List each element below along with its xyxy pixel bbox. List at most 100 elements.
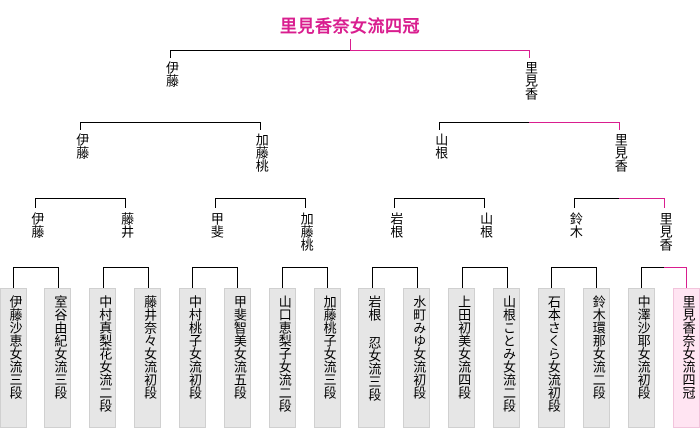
player-box: 中村真梨花女流二段 bbox=[89, 288, 117, 428]
bracket-line-right bbox=[484, 267, 507, 268]
player-name: 甲斐智美女流五段 bbox=[230, 295, 246, 399]
bracket-line-right bbox=[394, 267, 417, 268]
player-box: 岩根 忍女流三段 bbox=[358, 288, 386, 428]
champion-connector bbox=[350, 39, 351, 51]
player-box: 室谷由紀女流三段 bbox=[44, 288, 72, 428]
semifinal-winner-label: 里見香 bbox=[521, 61, 537, 100]
bracket-line-left bbox=[462, 267, 485, 268]
player-name: 岩根 忍女流三段 bbox=[365, 295, 381, 401]
bracket-line-right bbox=[619, 198, 665, 199]
bracket-line-right bbox=[80, 198, 126, 199]
bracket-drop-left bbox=[282, 267, 283, 288]
round2-winner-label: 伊藤 bbox=[73, 133, 89, 159]
bracket-drop-left bbox=[551, 267, 552, 288]
bracket-line-right bbox=[260, 198, 306, 199]
bracket-drop-right bbox=[260, 122, 261, 130]
bracket-drop-right bbox=[596, 267, 597, 288]
player-box: 水町みゆ女流初段 bbox=[403, 288, 431, 428]
player-box: 山口恵梨子女流二段 bbox=[268, 288, 296, 428]
bracket-drop-left bbox=[35, 198, 36, 208]
bracket-line-left bbox=[13, 267, 36, 268]
player-name: 里見香奈女流四冠 bbox=[679, 295, 695, 399]
bracket-line-right bbox=[170, 122, 261, 123]
player-name: 加藤桃子女流三段 bbox=[320, 295, 336, 399]
player-box: 上田初美女流四段 bbox=[448, 288, 476, 428]
round1-winner-label: 鈴木 bbox=[566, 212, 582, 238]
player-name: 室谷由紀女流三段 bbox=[51, 295, 67, 399]
round1-winner-label: 加藤桃 bbox=[297, 212, 313, 251]
bracket-drop-left bbox=[80, 122, 81, 130]
bracket-drop-left bbox=[215, 198, 216, 208]
bracket-line-right bbox=[439, 198, 485, 199]
bracket-line-right bbox=[350, 50, 530, 51]
bracket-line-right bbox=[35, 267, 58, 268]
bracket-line-left bbox=[103, 267, 126, 268]
bracket-drop-right bbox=[484, 198, 485, 208]
tournament-bracket: 里見香奈女流四冠 伊藤 里見香 伊藤 加藤桃 山根 里見香 伊藤 藤井 甲斐 加… bbox=[0, 17, 700, 428]
bracket-line-right bbox=[529, 122, 620, 123]
bracket-line-left bbox=[35, 198, 81, 199]
bracket-line-right bbox=[664, 267, 687, 268]
bracket-drop-left bbox=[103, 267, 104, 288]
bracket-line-left bbox=[394, 198, 440, 199]
bracket-drop-right bbox=[125, 198, 126, 208]
player-box: 甲斐智美女流五段 bbox=[223, 288, 251, 428]
bracket-drop-left bbox=[641, 267, 642, 288]
player-name: 上田初美女流四段 bbox=[455, 295, 471, 399]
player-box: 里見香奈女流四冠 bbox=[672, 288, 700, 428]
bracket-line-right bbox=[215, 267, 238, 268]
bracket-line-left bbox=[282, 267, 305, 268]
bracket-drop-right bbox=[664, 198, 665, 208]
player-box: 中澤沙耶女流初段 bbox=[627, 288, 655, 428]
player-name: 山口恵梨子女流二段 bbox=[275, 295, 291, 412]
player-box: 山根ことみ女流二段 bbox=[493, 288, 521, 428]
player-name: 鈴木環那女流二段 bbox=[589, 295, 605, 399]
bracket-drop-right bbox=[148, 267, 149, 288]
player-name: 中村真梨花女流二段 bbox=[96, 295, 112, 412]
round1-winner-label: 伊藤 bbox=[28, 212, 44, 238]
bracket-line-right bbox=[574, 267, 597, 268]
bracket-line-right bbox=[305, 267, 328, 268]
bracket-drop-right bbox=[507, 267, 508, 288]
bracket-drop-right bbox=[417, 267, 418, 288]
player-box: 石本さくら女流初段 bbox=[537, 288, 565, 428]
player-name: 山根ことみ女流二段 bbox=[500, 295, 516, 412]
bracket-drop-right bbox=[237, 267, 238, 288]
bracket-line-left bbox=[551, 267, 574, 268]
player-box: 藤井奈々女流初段 bbox=[134, 288, 162, 428]
bracket-line-left bbox=[170, 50, 350, 51]
bracket-line-left bbox=[192, 267, 215, 268]
bracket-drop-left bbox=[372, 267, 373, 288]
bracket-drop-right bbox=[529, 50, 530, 58]
round2-winner-label: 加藤桃 bbox=[252, 133, 268, 172]
champion-title: 里見香奈女流四冠 bbox=[280, 17, 420, 37]
bracket-drop-left bbox=[462, 267, 463, 288]
bracket-line-left bbox=[215, 198, 261, 199]
player-name: 中村桃子女流初段 bbox=[185, 295, 201, 399]
player-name: 水町みゆ女流初段 bbox=[410, 295, 426, 399]
bracket-drop-right bbox=[58, 267, 59, 288]
bracket-drop-left bbox=[13, 267, 14, 288]
bracket-drop-right bbox=[686, 267, 687, 288]
player-name: 石本さくら女流初段 bbox=[544, 295, 560, 412]
bracket-drop-right bbox=[327, 267, 328, 288]
bracket-drop-left bbox=[574, 198, 575, 208]
round2-winner-label: 里見香 bbox=[611, 133, 627, 172]
bracket-drop-left bbox=[170, 50, 171, 58]
semifinal-winner-label: 伊藤 bbox=[163, 61, 179, 87]
bracket-line-left bbox=[439, 122, 530, 123]
round1-winner-label: 藤井 bbox=[118, 212, 134, 238]
player-box: 伊藤沙恵女流三段 bbox=[0, 288, 27, 428]
player-name: 伊藤沙恵女流三段 bbox=[6, 295, 22, 399]
bracket-drop-left bbox=[394, 198, 395, 208]
round1-winner-label: 岩根 bbox=[387, 212, 403, 238]
bracket-line-left bbox=[80, 122, 171, 123]
player-name: 藤井奈々女流初段 bbox=[141, 295, 157, 399]
bracket-line-left bbox=[641, 267, 664, 268]
bracket-drop-left bbox=[439, 122, 440, 130]
player-box: 中村桃子女流初段 bbox=[178, 288, 206, 428]
bracket-drop-right bbox=[305, 198, 306, 208]
bracket-drop-right bbox=[619, 122, 620, 130]
round1-winner-label: 山根 bbox=[477, 212, 493, 238]
bracket-line-right bbox=[125, 267, 148, 268]
